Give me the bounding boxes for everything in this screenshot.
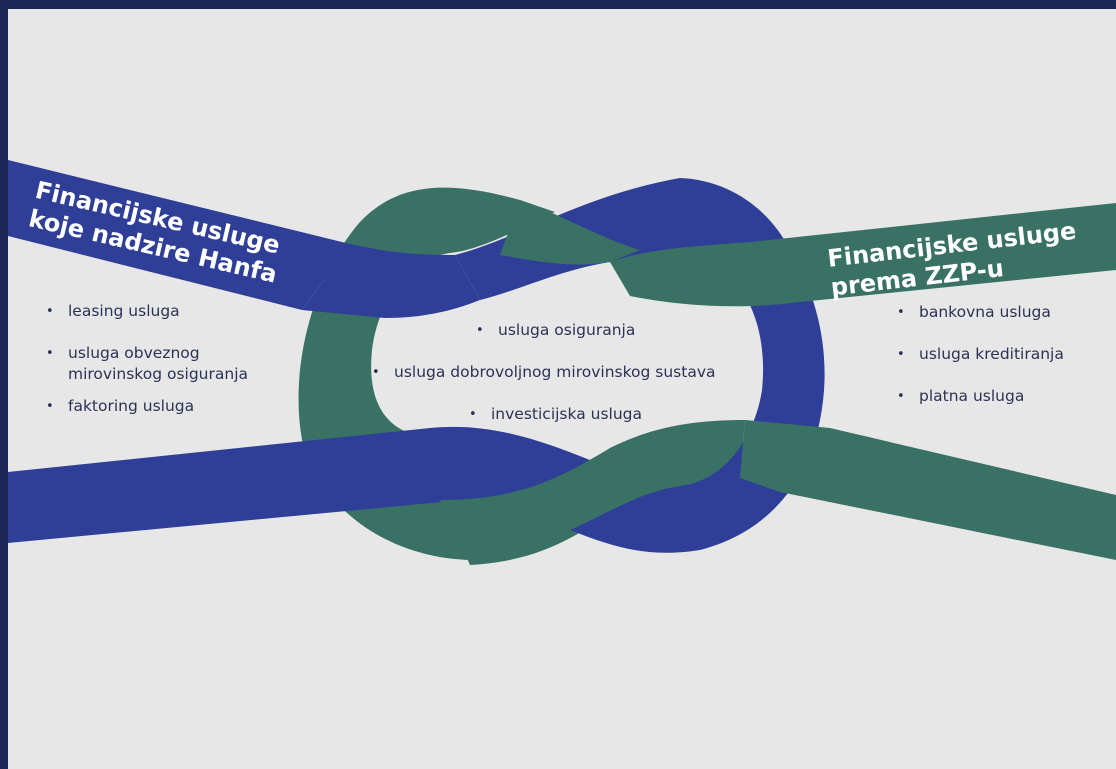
shared-services-list: usluga osiguranja usluga dobrovoljnog mi… [368, 320, 760, 446]
zzp-band-lower-crossing [440, 420, 745, 565]
zzp-band-right-lower [740, 420, 1116, 560]
list-item: investicijska usluga [465, 404, 760, 425]
zzp-services-list: bankovna usluga usluga kreditiranja plat… [893, 302, 1064, 428]
list-item: usluga dobrovoljnog mirovinskog sustava [368, 362, 760, 383]
hanfa-band-left-tail [8, 426, 595, 543]
list-item: bankovna usluga [893, 302, 1064, 323]
list-item: usluga kreditiranja [893, 344, 1064, 365]
list-item: leasing usluga [42, 301, 248, 322]
hanfa-band-upper-left [8, 160, 350, 310]
list-item: platna usluga [893, 386, 1064, 407]
hanfa-services-list: leasing usluga usluga obveznogmirovinsko… [42, 301, 248, 438]
zzp-band-right-upper [610, 203, 1116, 307]
hanfa-band-upper-crossing [302, 244, 480, 318]
list-item: faktoring usluga [42, 396, 248, 417]
list-item: usluga osiguranja [472, 320, 760, 341]
zzp-band-top-arc [500, 200, 640, 265]
